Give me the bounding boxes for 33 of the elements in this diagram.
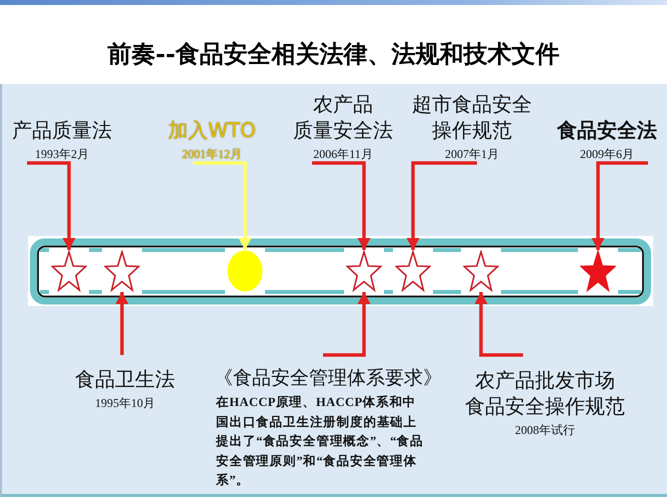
- arrow: [27, 161, 76, 250]
- arrow: [193, 161, 252, 250]
- date-label: 1993年2月: [35, 146, 89, 162]
- arrow: [592, 161, 648, 250]
- event-title: 加入WTO: [168, 117, 256, 143]
- date-label: 2008年试行: [515, 422, 575, 438]
- title: 前奏--食品安全相关法律、法规和技术文件: [108, 38, 560, 70]
- star-icon: [395, 250, 431, 292]
- arrow: [116, 292, 128, 355]
- description-text: 在HACCP原理、HACCP体系和中国出口食品卫生注册制度的基础上提出了“食品安全管理概念”、“食品安全管理原则”和“食品安全管理体系”。: [216, 394, 425, 489]
- star-icon: [51, 250, 87, 292]
- timeline-bar: [28, 236, 653, 306]
- arrow: [323, 292, 370, 357]
- date-label: 2009年6月: [580, 146, 634, 162]
- arrow: [312, 161, 370, 250]
- star-icon: [346, 250, 382, 292]
- date-label: 1995年10月: [95, 395, 155, 411]
- star-icon: [463, 250, 499, 292]
- date-label: 2007年1月: [445, 146, 499, 162]
- event-title: 农产品批发市场食品安全操作规范: [465, 367, 625, 419]
- event-title: 食品安全法: [557, 117, 657, 143]
- arrow: [406, 161, 477, 250]
- event-title: 产品质量法: [12, 117, 112, 143]
- date-label: 2001年12月: [182, 146, 242, 162]
- star-icon: [104, 250, 140, 292]
- event-title: 超市食品安全操作规范: [412, 91, 532, 143]
- star-icon: [580, 250, 616, 292]
- arrow: [474, 292, 523, 357]
- event-title: 食品卫生法: [75, 366, 175, 392]
- circle-icon: [227, 250, 263, 292]
- event-title: 农产品质量安全法: [293, 91, 393, 143]
- event-title: 《食品安全管理体系要求》: [214, 366, 442, 391]
- date-label: 2006年11月: [313, 146, 373, 162]
